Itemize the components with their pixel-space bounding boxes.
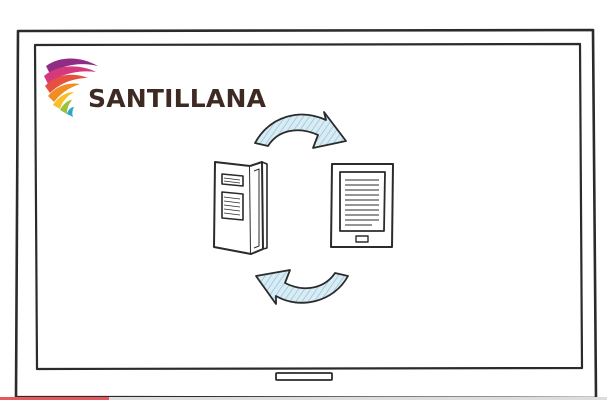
printed-book-icon xyxy=(213,161,268,255)
ebook-button xyxy=(355,235,369,243)
sync-arrow-bottom-icon xyxy=(255,269,349,305)
ebook-reader-icon xyxy=(330,163,394,248)
tablet-screen-icon xyxy=(14,28,598,400)
sync-arrow-top-icon xyxy=(254,111,347,149)
home-button xyxy=(275,372,333,381)
santillana-logo-mark xyxy=(44,58,98,117)
brand-wordmark: SANTILLANA xyxy=(88,84,267,113)
video-progress-fill xyxy=(0,397,110,400)
video-progress-track[interactable] xyxy=(0,397,607,400)
